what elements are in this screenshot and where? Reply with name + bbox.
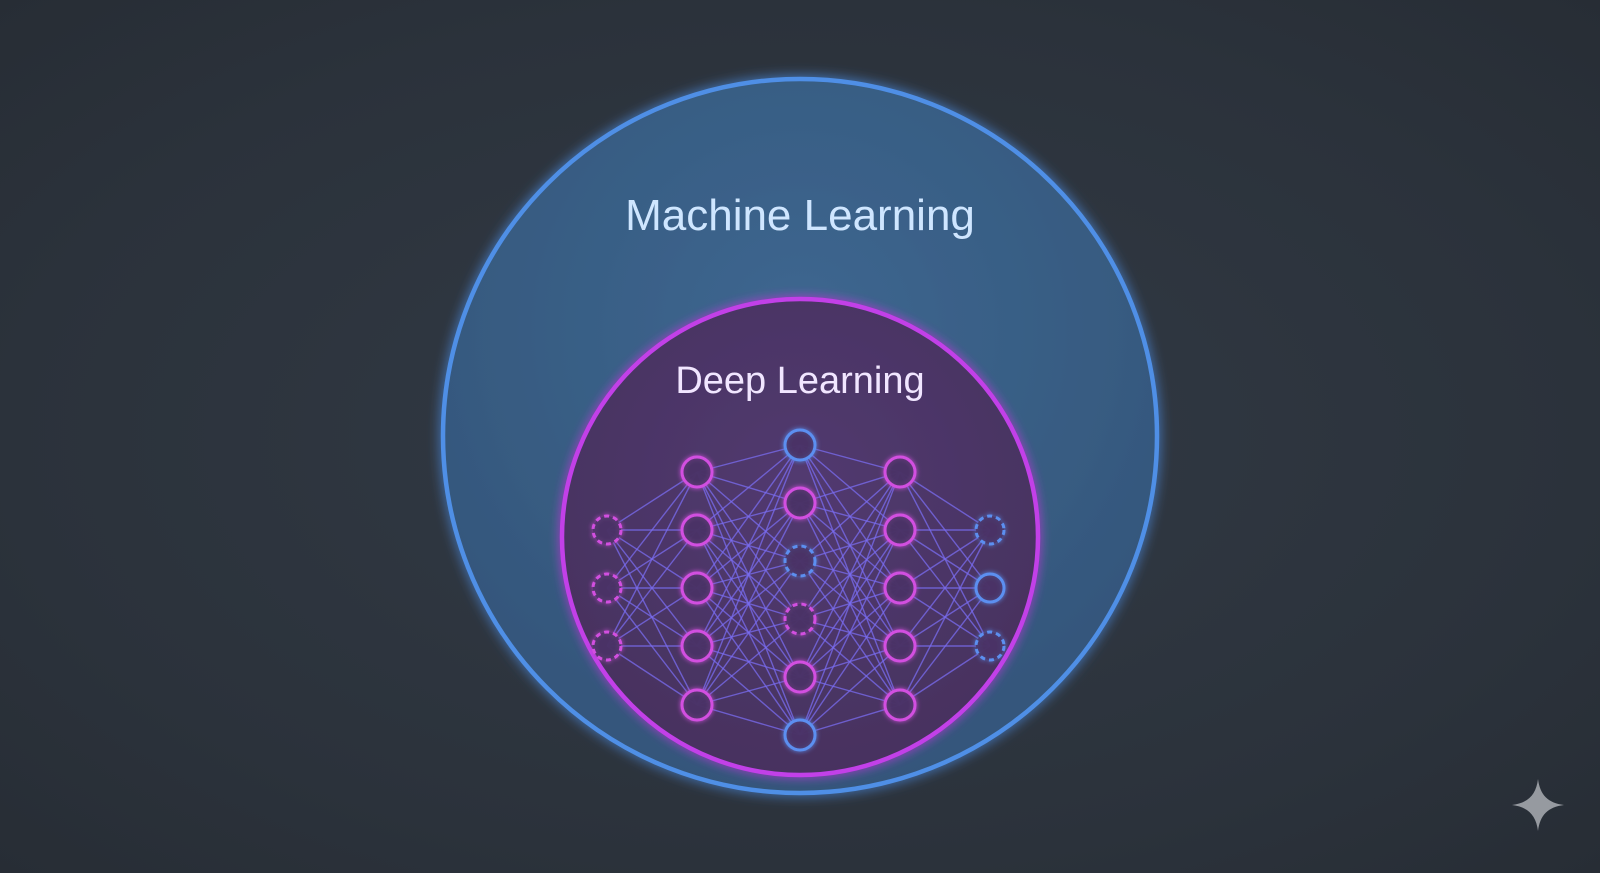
machine-learning-label: Machine Learning [625, 191, 975, 240]
network-edge [799, 471, 901, 562]
network-edge [899, 529, 991, 706]
network-edge [899, 529, 991, 647]
network-node [883, 571, 917, 605]
network-node [783, 660, 817, 694]
network-node [883, 688, 917, 722]
network-edge [799, 645, 901, 736]
network-edge [899, 529, 991, 589]
network-node [680, 629, 714, 663]
network-edge [606, 587, 698, 647]
network-node [680, 571, 714, 605]
network-node [783, 486, 817, 520]
network-node [783, 718, 817, 752]
network-node [974, 514, 1006, 546]
network-node [883, 629, 917, 663]
network-edge [606, 471, 698, 531]
network-edge [696, 444, 801, 473]
network-node [974, 572, 1006, 604]
network-edge [799, 444, 901, 473]
network-node [883, 455, 917, 489]
network-edge [696, 560, 801, 706]
network-edge [696, 502, 801, 706]
network-edge [696, 444, 801, 589]
network-edge [696, 444, 801, 706]
network-edge [799, 529, 901, 736]
network-node [591, 630, 623, 662]
network-node [974, 630, 1006, 662]
network-edge [696, 444, 801, 647]
network-edge [799, 471, 901, 736]
network-edge [799, 587, 901, 736]
deep-learning-circle [559, 296, 1041, 778]
network-node [783, 544, 817, 578]
network-node [680, 455, 714, 489]
network-node [783, 428, 817, 462]
network-node [591, 514, 623, 546]
deep-learning-label: Deep Learning [675, 360, 924, 402]
network-nodes [591, 428, 1006, 752]
network-edge [606, 471, 698, 647]
network-node [783, 602, 817, 636]
deep-learning-set: Deep Learning [559, 296, 1041, 778]
network-edge [696, 676, 801, 706]
neural-network-icon [591, 428, 1006, 752]
network-edge [696, 704, 801, 736]
network-edge [696, 618, 801, 706]
network-edge [799, 704, 901, 736]
network-edge [606, 529, 698, 647]
sparkle-icon [1512, 779, 1564, 831]
network-node [680, 513, 714, 547]
network-edge [799, 471, 901, 620]
network-node [591, 572, 623, 604]
network-edge [899, 471, 991, 531]
network-edge [799, 471, 901, 504]
network-edge [899, 587, 991, 706]
network-edge [899, 645, 991, 706]
network-node [883, 513, 917, 547]
network-node [680, 688, 714, 722]
network-edge [799, 471, 901, 678]
network-edge [696, 444, 801, 531]
network-edge [606, 645, 698, 706]
network-edge [606, 471, 698, 589]
